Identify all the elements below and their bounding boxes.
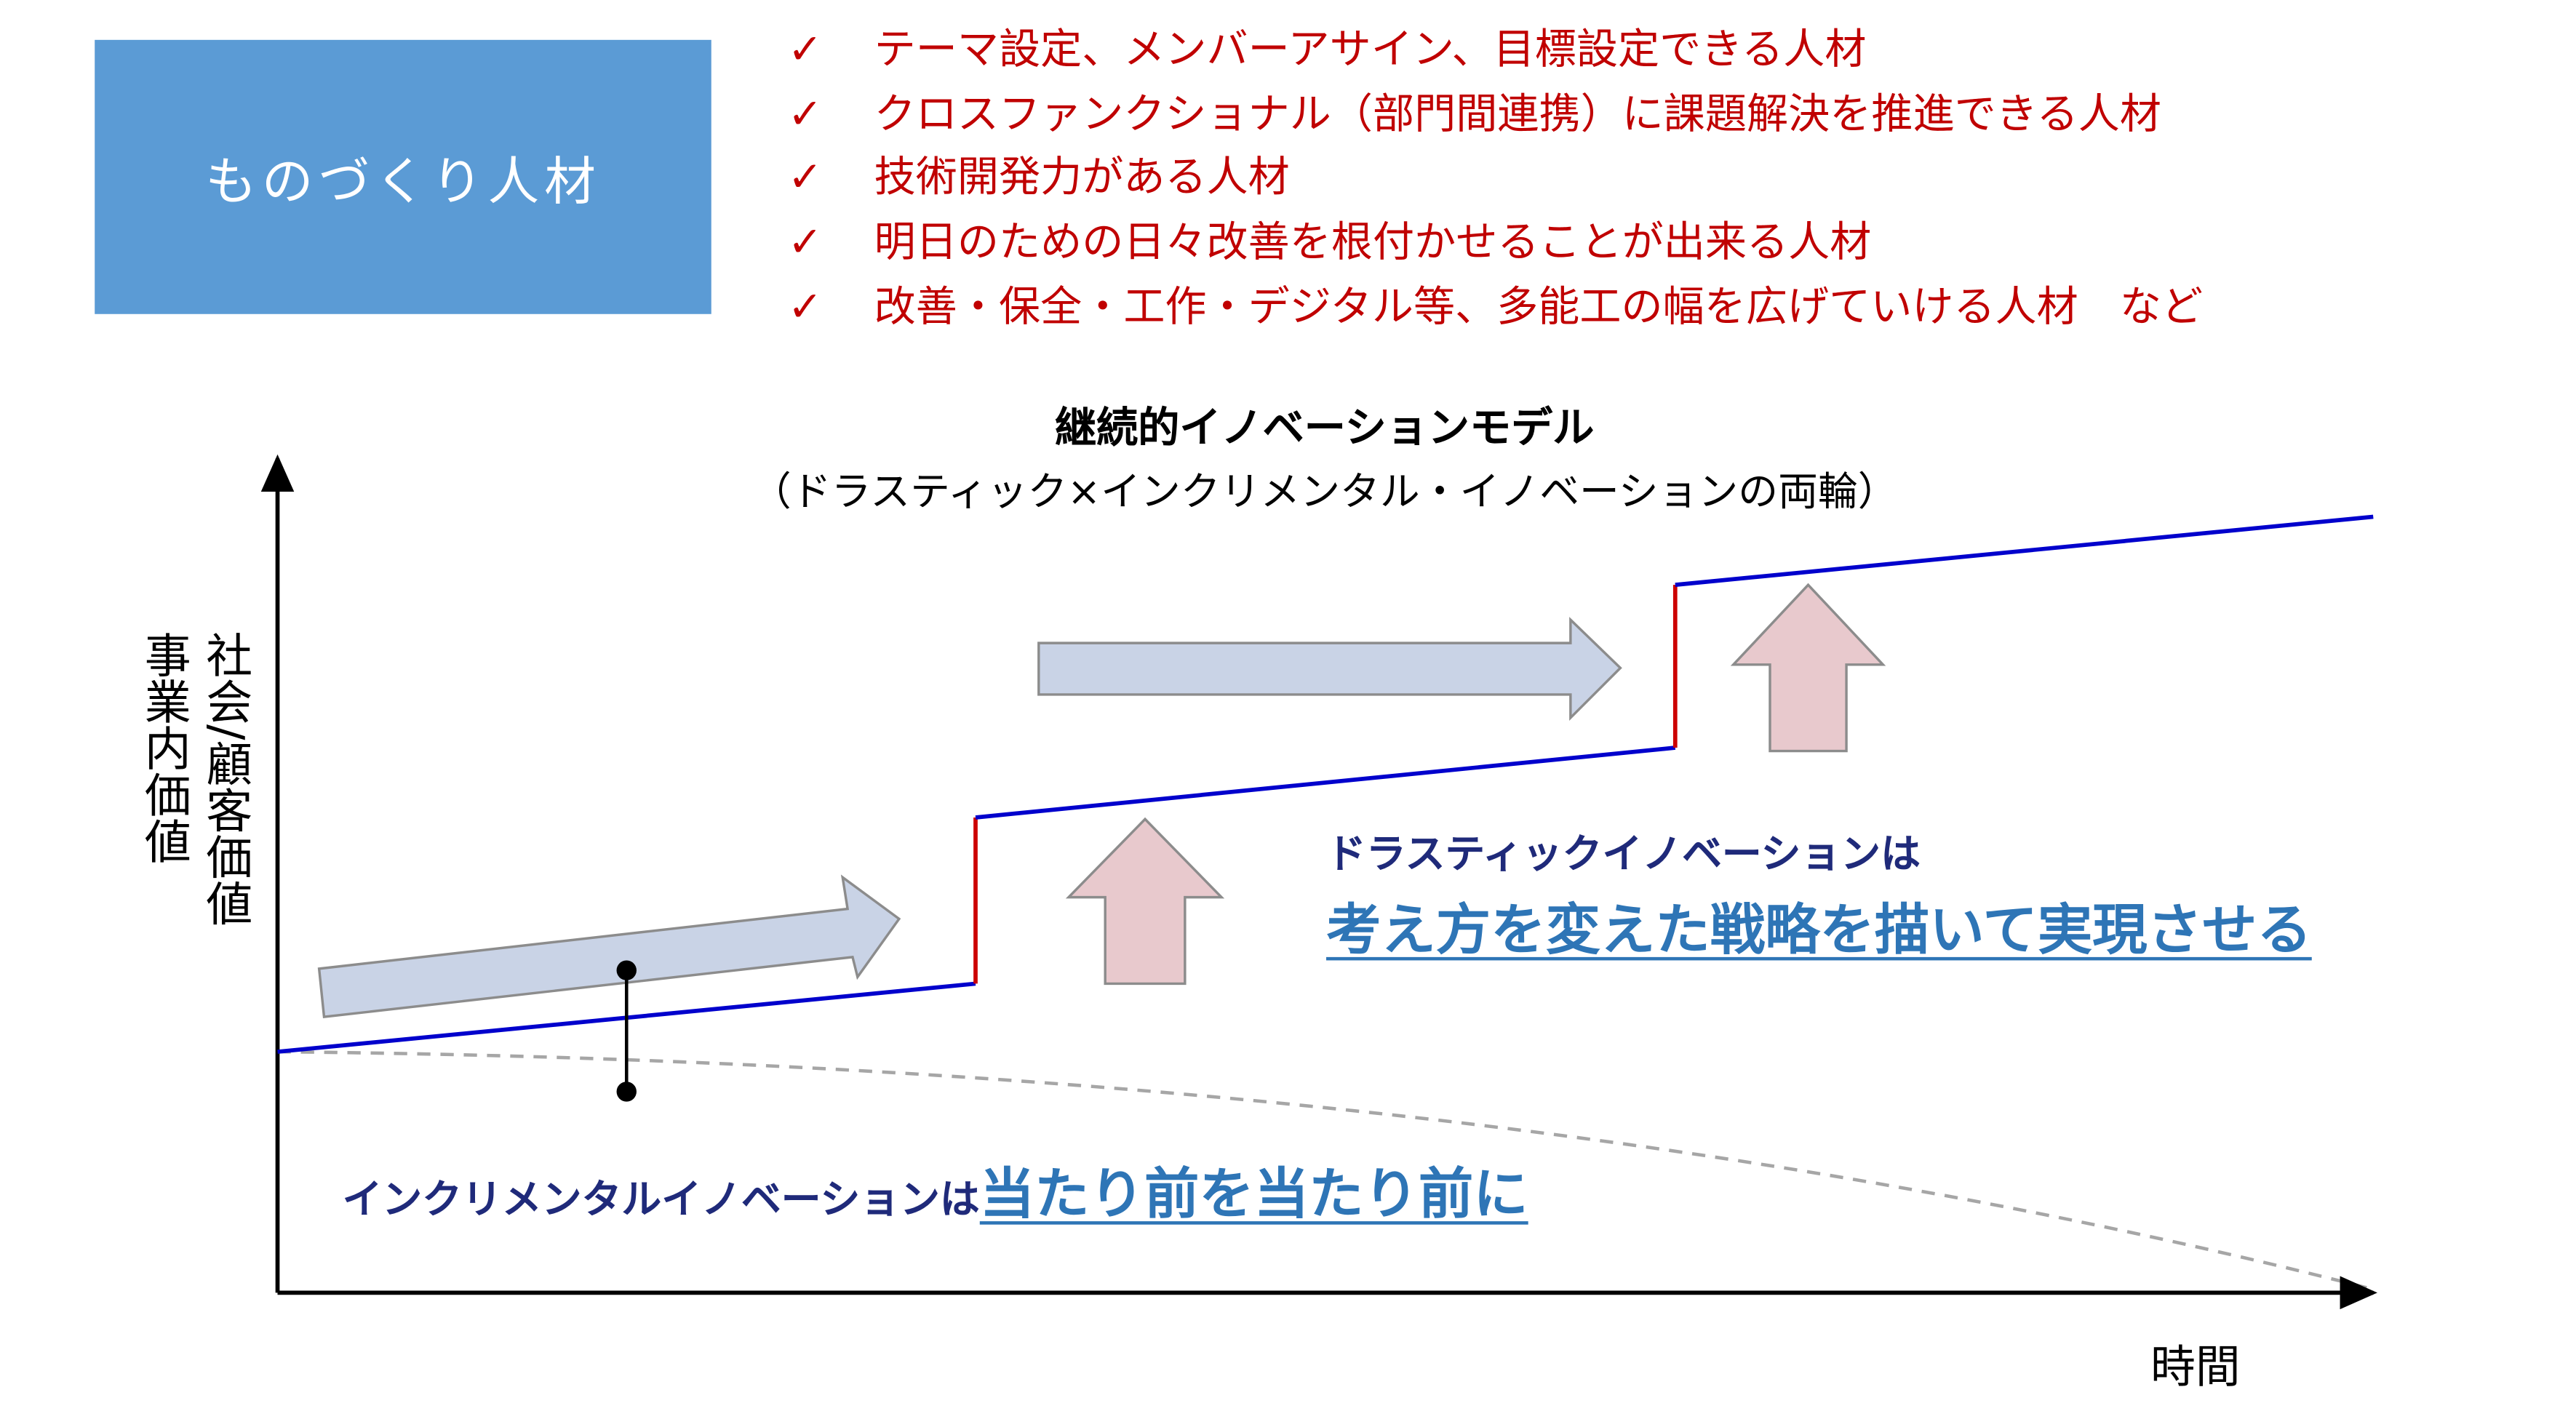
checklist-item: ✓ 明日のための日々改善を根付かせることが出来る人材: [788, 217, 1872, 268]
checklist-item-text: 明日のための日々改善を根付かせることが出来る人材: [874, 217, 1872, 266]
gap-marker-dot: [616, 1082, 637, 1102]
title-box: ものづくり人材: [95, 39, 711, 314]
model-subtitle: （ドラスティック×インクリメンタル・イノベーションの両輪）: [751, 468, 1898, 516]
x-axis-label: 時間: [2150, 1342, 2241, 1394]
checklist-item: ✓ テーマ設定、メンバーアサイン、目標設定できる人材: [788, 25, 1867, 75]
value-line-segment: [975, 746, 1676, 820]
checklist-item-text: クロスファンクショナル（部門間連携）に課題解決を推進できる人材: [874, 89, 2162, 138]
drastic-up-arrow: [1065, 817, 1225, 986]
checklist-item: ✓ 改善・保全・工作・デジタル等、多能工の幅を広げていける人材 など: [788, 282, 2203, 332]
check-icon: ✓: [787, 282, 823, 331]
checklist-item: ✓ クロスファンクショナル（部門間連携）に課題解決を推進できる人材: [788, 89, 2161, 140]
checklist-item-text: テーマ設定、メンバーアサイン、目標設定できる人材: [874, 25, 1867, 73]
value-line-segment: [1675, 514, 2374, 587]
model-title: 継続的イノベーションモデル: [1055, 404, 1595, 452]
y-axis-label-outer: 社会/顧客価値: [199, 631, 255, 927]
drastic-emphasis: 考え方を変えた戦略を描いて実現させる: [1326, 897, 2312, 962]
incremental-emphasis: 当たり前を当たり前に: [979, 1161, 1528, 1226]
checklist-item: ✓ 技術開発力がある人材: [788, 153, 1290, 203]
title-box-label: ものづくり人材: [205, 153, 601, 213]
drastic-label: ドラスティックイノベーションは: [1326, 831, 1921, 878]
y-axis-label-inner: 事業内価値: [137, 631, 194, 864]
incremental-label: インクリメンタルイノベーションは: [342, 1176, 980, 1223]
baseline-decline-curve: [277, 1050, 2374, 1291]
gap-marker-dot: [616, 960, 637, 980]
check-icon: ✓: [787, 153, 823, 201]
check-icon: ✓: [787, 89, 823, 138]
drastic-up-arrow: [1730, 583, 1886, 753]
checklist-item-text: 改善・保全・工作・デジタル等、多能工の幅を広げていける人材 など: [874, 282, 2204, 331]
check-icon: ✓: [787, 217, 823, 266]
incremental-caption: インクリメンタルイノベーションは 当たり前を当たり前に: [343, 1150, 1528, 1230]
checklist-item-text: 技術開発力がある人材: [874, 153, 1290, 201]
incremental-arrow: [1037, 617, 1622, 722]
incremental-arrow: [317, 874, 901, 1019]
check-icon: ✓: [787, 25, 823, 73]
